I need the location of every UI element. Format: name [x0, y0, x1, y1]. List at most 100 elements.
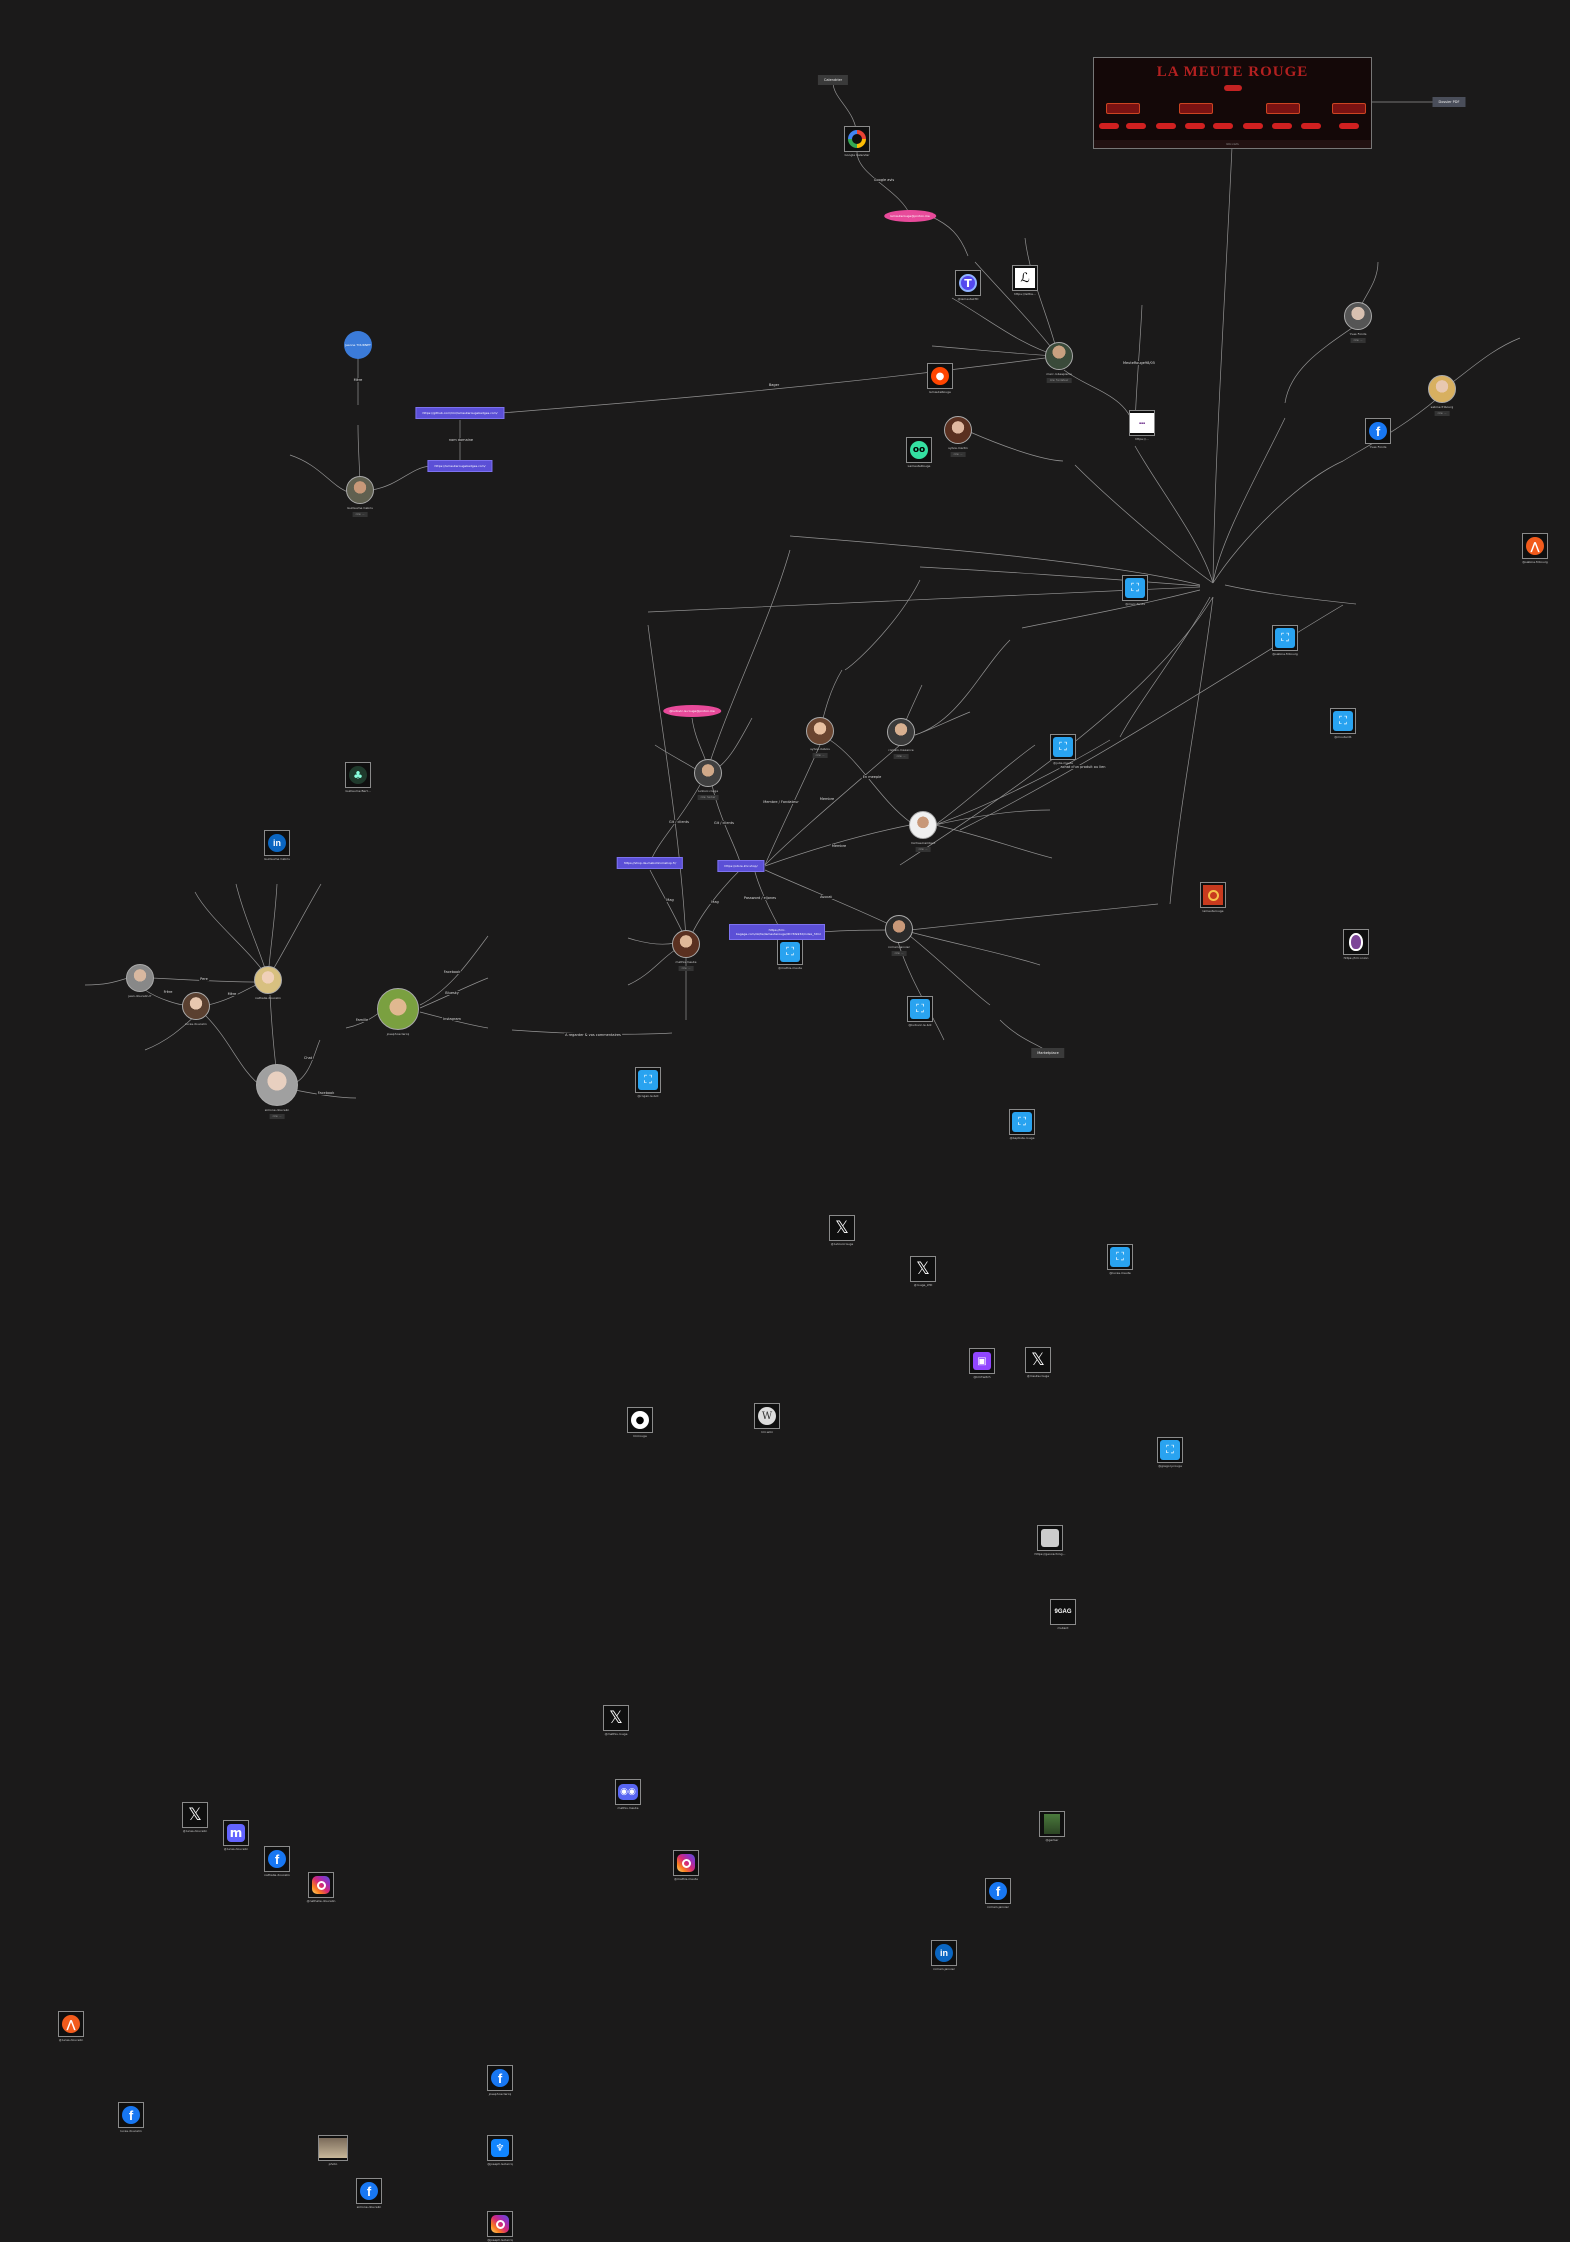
bot-node[interactable]: ⛶@rogan.le.bot [635, 1067, 661, 1098]
node-label: @lmrtwitch [973, 1375, 991, 1379]
gerber-node[interactable]: @gerber [1039, 1811, 1065, 1842]
jeanne-node[interactable]: Jeanne TOURNET [344, 331, 372, 359]
photo-node[interactable]: photo [318, 2135, 348, 2166]
edge [1134, 445, 1214, 584]
bluesky-node[interactable]: ♆@joseph.leclercq [487, 2135, 513, 2166]
bot-node[interactable]: ⛶@julie.meute [1050, 734, 1076, 765]
site-nav [1272, 123, 1292, 129]
url-github-node[interactable]: https://github.com/lmr/lameuterougebadge… [415, 407, 505, 419]
truth-node[interactable]: T@lamauteLTD [955, 270, 981, 301]
website-thumbnail[interactable]: LA MEUTE ROUGE lmr.com [1093, 57, 1372, 149]
node-label: @lucas.doucelin [58, 2038, 84, 2042]
edge [1063, 369, 1136, 433]
discord-icon: ◉◉ [618, 1784, 638, 1800]
instagram-node[interactable]: @joseph.leclercq [487, 2211, 513, 2242]
instagram-node[interactable]: @mathis.meute [673, 1850, 699, 1881]
figure-icon [1044, 1814, 1060, 1834]
role-pill: role: ... [1350, 338, 1366, 343]
edge [959, 604, 1344, 831]
bot-node[interactable]: ⛶@gregory.rouge [1157, 1437, 1183, 1468]
node-label: ludovic.rouge [697, 789, 719, 793]
bot-node[interactable]: ⛶@mathis.meute [777, 939, 803, 970]
node-label: Yves Fonds [1369, 445, 1387, 449]
twitch-node[interactable]: ▣@lmrtwitch [969, 1348, 995, 1379]
map-node[interactable]: https://geocaching... [1035, 1525, 1065, 1556]
x-node[interactable]: 𝕏@mathis.rouge [603, 1705, 629, 1736]
person-nathalie[interactable]: nathalie.doucelin [254, 966, 282, 1000]
edge-label-google-avis: Google avis [872, 178, 896, 182]
tor-node[interactable]: https://lmr.onion [1343, 929, 1369, 960]
person-lucas[interactable]: lucas.doucelin [182, 992, 210, 1026]
x-node[interactable]: 𝕏@ludovicrouge [829, 1215, 855, 1246]
instagram-node[interactable]: @nathalie.doucelin [307, 1872, 335, 1903]
url-domain-node[interactable]: https://lameuterougebadges.com/ [427, 460, 493, 472]
google-node[interactable]: Google Calendar [844, 126, 870, 157]
person-jean[interactable]: jean.doucelin.fr [126, 964, 154, 998]
x-node[interactable]: 𝕏@meute.rouge [1025, 1347, 1051, 1378]
node-label: @lucas.doucelin [223, 1847, 249, 1851]
bot-node[interactable]: ⛶@baptiste.rouge [1009, 1109, 1035, 1140]
edge [829, 739, 911, 823]
mastodon-node[interactable]: m@lucas.doucelin [223, 1820, 249, 1851]
x-node[interactable]: 𝕏 @lucas.doucelin [182, 1802, 208, 1833]
site-nav [1213, 123, 1233, 129]
x-icon: 𝕏 [188, 1805, 202, 1825]
node-label: romain.janvier [933, 1967, 955, 1971]
node-label: @lucas.doucelin [182, 1829, 208, 1833]
bot-node[interactable]: ⛶@lucas.meute [1107, 1244, 1133, 1275]
tree-node[interactable]: ♣Guillaume Bert... [345, 762, 371, 793]
x-node[interactable]: 𝕏@rouge_LTD [910, 1256, 936, 1287]
bot-node[interactable]: ⛶@sabine.fribourg [1272, 625, 1298, 656]
strava-node[interactable]: ⋀@lucas.doucelin [58, 2011, 84, 2042]
center-node[interactable]: lameuterouge [1200, 882, 1226, 913]
person-joseph[interactable]: joseph.leclercq [377, 988, 419, 1036]
discord-node[interactable]: ◉◉mathis.meute [615, 1779, 641, 1810]
bot-node[interactable]: ⛶@moutard1 [1330, 708, 1356, 739]
email-node[interactable]: lamauterouge@proton.me [884, 210, 936, 222]
strava-node[interactable]: ⋀@sabine.fribourg [1522, 533, 1548, 564]
dossier-pdf-node[interactable]: Dossier PDF [1432, 97, 1466, 107]
avatar [806, 717, 834, 745]
node-label: lmrrouge [633, 1434, 647, 1438]
bot-node[interactable]: ⛶@marc.fonds [1122, 575, 1148, 606]
email-node[interactable]: @ludovic.le.rouge@proton.me [663, 705, 721, 717]
node-label: @ludovic.le.bot [908, 1023, 932, 1027]
edge [651, 784, 701, 859]
url-store-node[interactable]: https://store.lmr.shop/ [717, 860, 765, 872]
bot-node[interactable]: ⛶@ludovic.le.bot [907, 996, 933, 1027]
reddit-node[interactable]: ●lamauteRouge [927, 363, 953, 394]
marketplace-node[interactable]: Marketplace [1031, 1048, 1065, 1058]
calendrier-node[interactable]: Calendrier [817, 75, 849, 85]
url-shop-node[interactable]: https://shop.de-mabollicoinshop.fr/ [616, 857, 684, 869]
github-node[interactable]: ●lmrrouge [627, 1407, 653, 1438]
edge [647, 624, 687, 941]
edge-label-nom-domaine: nom domaine [447, 438, 475, 442]
url-bagage-node[interactable]: https://lmr-bagage.com/ok/tw/lamauteroug… [729, 924, 825, 940]
pink-logo-node[interactable]: ▪▪▪https://... [1129, 410, 1155, 441]
node-label: Google Calendar [844, 153, 870, 157]
